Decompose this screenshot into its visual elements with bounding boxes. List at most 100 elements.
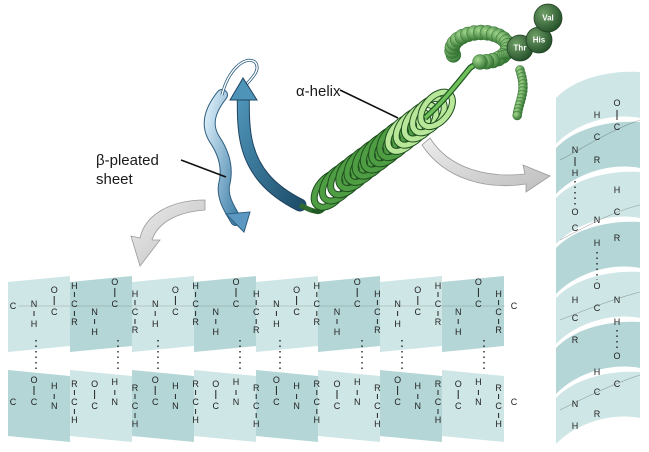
atom-r: R bbox=[572, 335, 579, 345]
alpha-helix-coil-3d bbox=[310, 55, 502, 215]
atom-nitrogen: N bbox=[354, 397, 361, 407]
atom-c: C bbox=[614, 379, 621, 389]
atom-nitrogen: N bbox=[91, 307, 98, 317]
atom-h: H bbox=[614, 317, 621, 327]
atom-h: H bbox=[91, 327, 98, 337]
atom-h: H bbox=[112, 377, 119, 387]
sheet-band-lower bbox=[318, 370, 380, 442]
atom-h: H bbox=[594, 238, 601, 248]
val-label: Val bbox=[542, 14, 554, 23]
atom-r: R bbox=[314, 317, 321, 327]
atom-h: H bbox=[374, 289, 381, 299]
atom-carbon: C bbox=[253, 401, 260, 411]
atom-nitrogen: N bbox=[394, 299, 401, 309]
atom-r: R bbox=[132, 383, 139, 393]
atom-carbon: C bbox=[435, 299, 442, 309]
atom-n: N bbox=[594, 215, 601, 225]
atom-h: H bbox=[435, 281, 442, 291]
atom-nitrogen: N bbox=[455, 307, 462, 317]
atom-o: O bbox=[152, 375, 159, 385]
helix-band bbox=[556, 221, 640, 294]
atom-h: H bbox=[132, 289, 139, 299]
atom-o: O bbox=[232, 277, 239, 287]
atom-carbon: C bbox=[112, 299, 119, 309]
atom-r: R bbox=[374, 383, 381, 393]
atom-c: C bbox=[572, 313, 579, 323]
atom-nitrogen: N bbox=[293, 401, 300, 411]
atom-c: C bbox=[572, 223, 579, 233]
atom-h: H bbox=[253, 419, 260, 429]
atom-h: H bbox=[594, 367, 601, 377]
atom-h: H bbox=[192, 415, 199, 425]
atom-h: H bbox=[394, 319, 401, 329]
beta-ribbon-3d bbox=[203, 58, 324, 233]
atom-h: H bbox=[152, 319, 159, 329]
atom-carbon: C bbox=[71, 299, 78, 309]
atom-h: H bbox=[435, 415, 442, 425]
atom-carbon: C bbox=[314, 299, 321, 309]
amino-acid-bead bbox=[472, 54, 488, 70]
atom-r: R bbox=[192, 317, 199, 327]
amino-acid-bead bbox=[512, 110, 522, 121]
atom-carbon: C bbox=[455, 401, 462, 411]
atom-r: R bbox=[314, 379, 321, 389]
atom-carbon: C bbox=[152, 397, 159, 407]
atom-h: H bbox=[314, 281, 321, 291]
atom-o: O bbox=[333, 379, 340, 389]
atom-carbon: C bbox=[192, 299, 199, 309]
helix-band bbox=[556, 121, 640, 194]
atom-nitrogen: N bbox=[415, 401, 422, 411]
atom-carbon: C bbox=[495, 307, 502, 317]
atom-carbon: C bbox=[495, 401, 502, 411]
thr-label: Thr bbox=[514, 44, 527, 53]
atom-n: N bbox=[614, 295, 621, 305]
alpha-helix-label: α-helix bbox=[296, 83, 341, 100]
beta-sheet-label-line1: β-pleated bbox=[96, 152, 159, 169]
atom-h: H bbox=[354, 377, 361, 387]
sheet-band-upper bbox=[8, 276, 70, 352]
atom-c: C bbox=[594, 132, 601, 142]
atom-h: H bbox=[213, 327, 220, 337]
atom-carbon: C bbox=[253, 307, 260, 317]
atom-r: R bbox=[435, 317, 442, 327]
atom-h: H bbox=[192, 281, 199, 291]
atom-carbon: C bbox=[293, 307, 300, 317]
atom-nitrogen: N bbox=[172, 401, 179, 411]
atom-nitrogen: N bbox=[475, 397, 482, 407]
atom-o: O bbox=[613, 98, 620, 108]
atom-h: H bbox=[293, 381, 300, 391]
atom-c: C bbox=[511, 397, 518, 407]
atom-o: O bbox=[354, 277, 361, 287]
atom-h: H bbox=[572, 168, 579, 178]
atom-o: O bbox=[91, 379, 98, 389]
atom-r: R bbox=[374, 325, 381, 335]
backbone-line bbox=[559, 119, 641, 411]
atom-carbon: C bbox=[71, 397, 78, 407]
atom-nitrogen: N bbox=[273, 299, 280, 309]
atom-carbon: C bbox=[354, 299, 361, 309]
atom-h: H bbox=[51, 381, 58, 391]
atom-nitrogen: N bbox=[213, 307, 220, 317]
atom-c: C bbox=[594, 387, 601, 397]
atom-r: R bbox=[253, 325, 260, 335]
atom-o: O bbox=[273, 375, 280, 385]
helix-band bbox=[556, 271, 640, 344]
helix-band bbox=[556, 371, 640, 444]
sheet-band-lower bbox=[132, 370, 194, 442]
atom-h: H bbox=[572, 421, 579, 431]
sheet-band-upper bbox=[70, 276, 132, 352]
atom-nitrogen: N bbox=[233, 397, 240, 407]
pointer-arrow-to-sheet bbox=[130, 199, 206, 267]
atom-nitrogen: N bbox=[152, 299, 159, 309]
atom-r: R bbox=[71, 379, 78, 389]
atom-r: R bbox=[132, 325, 139, 335]
atom-h: H bbox=[31, 319, 38, 329]
atom-h: H bbox=[495, 289, 502, 299]
atom-o: O bbox=[172, 285, 179, 295]
atom-h: H bbox=[415, 381, 422, 391]
atom-h: H bbox=[455, 327, 462, 337]
atom-o: O bbox=[293, 285, 300, 295]
atom-h: H bbox=[495, 419, 502, 429]
